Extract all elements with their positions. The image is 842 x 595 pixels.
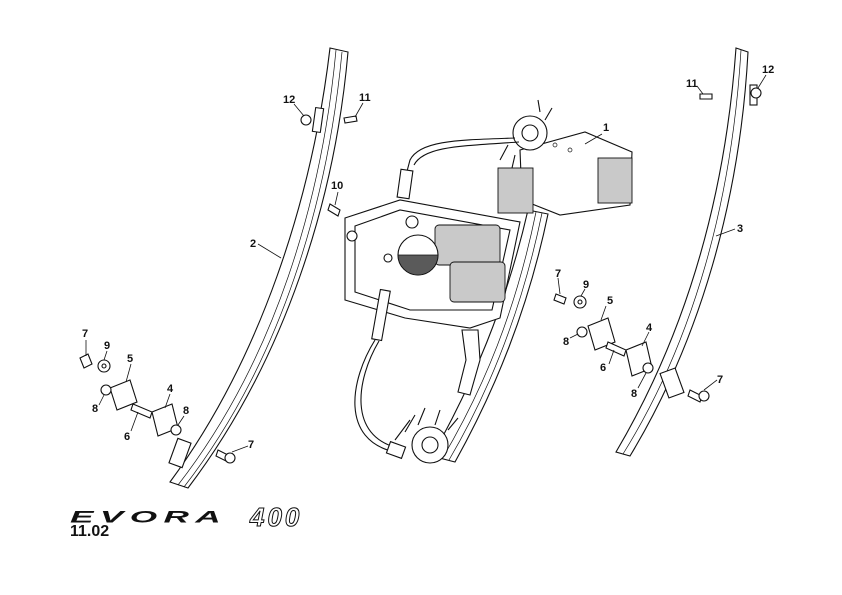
logo-variant: 400 bbox=[249, 502, 302, 530]
stud-6-left bbox=[130, 403, 153, 419]
evora-400-logo: EVORA 400 bbox=[70, 502, 302, 531]
bolt-7-right-lower bbox=[687, 389, 703, 403]
callout-7-right-upper: 7 bbox=[555, 268, 561, 280]
callout-8-right-b: 8 bbox=[631, 388, 637, 400]
leader-lines bbox=[85, 74, 767, 453]
block-5-left bbox=[109, 379, 138, 411]
callout-12-right: 12 bbox=[762, 64, 774, 76]
nut-8-right-b bbox=[642, 362, 654, 374]
callout-9-left: 9 bbox=[104, 340, 110, 352]
callout-8-left-b: 8 bbox=[183, 405, 189, 417]
window-regulator-assembly bbox=[344, 99, 633, 464]
right-hardware-group bbox=[553, 87, 762, 403]
callout-8-right-a: 8 bbox=[563, 336, 569, 348]
callout-7-right-lower: 7 bbox=[717, 374, 723, 386]
nut-8-right-a bbox=[576, 326, 588, 338]
callout-11-left: 11 bbox=[359, 92, 371, 104]
callout-7-left-lower: 7 bbox=[248, 439, 254, 451]
washer-12-right bbox=[750, 87, 762, 99]
page-reference: 11.02 bbox=[70, 523, 110, 540]
callout-5-left: 5 bbox=[127, 353, 133, 365]
callout-10: 10 bbox=[331, 180, 343, 192]
callout-12-left: 12 bbox=[283, 94, 295, 106]
callout-5-right: 5 bbox=[607, 295, 613, 307]
callout-11-right: 11 bbox=[686, 78, 698, 90]
nut-8-left-a bbox=[100, 384, 112, 396]
callout-2: 2 bbox=[250, 238, 256, 250]
callout-6-right: 6 bbox=[600, 362, 606, 374]
nut-8-left-b bbox=[170, 424, 182, 436]
stud-6-right bbox=[605, 341, 627, 357]
callout-7-left-upper: 7 bbox=[82, 328, 88, 340]
washer-12-left bbox=[300, 114, 312, 126]
screw-11-right bbox=[699, 93, 713, 100]
bolt-7-left-upper bbox=[79, 353, 93, 369]
logo-model: EVORA bbox=[70, 507, 227, 526]
callout-4-left: 4 bbox=[167, 383, 174, 395]
callout-9-right: 9 bbox=[583, 279, 589, 291]
callout-labels: 1 2 3 12 11 10 7 9 5 8 6 4 8 7 7 9 5 8 6… bbox=[82, 64, 774, 451]
bolt-10 bbox=[327, 203, 341, 217]
glass-run-channel-right bbox=[615, 47, 758, 457]
callout-8-left-a: 8 bbox=[92, 403, 98, 415]
left-hardware-group bbox=[79, 114, 358, 464]
callout-4-right: 4 bbox=[646, 322, 653, 334]
callout-1: 1 bbox=[603, 122, 609, 134]
callout-6-left: 6 bbox=[124, 431, 130, 443]
callout-3: 3 bbox=[737, 223, 743, 235]
glass-run-channel-left bbox=[168, 47, 349, 489]
screw-11-left bbox=[343, 115, 358, 124]
bolt-7-right-upper bbox=[553, 293, 567, 305]
